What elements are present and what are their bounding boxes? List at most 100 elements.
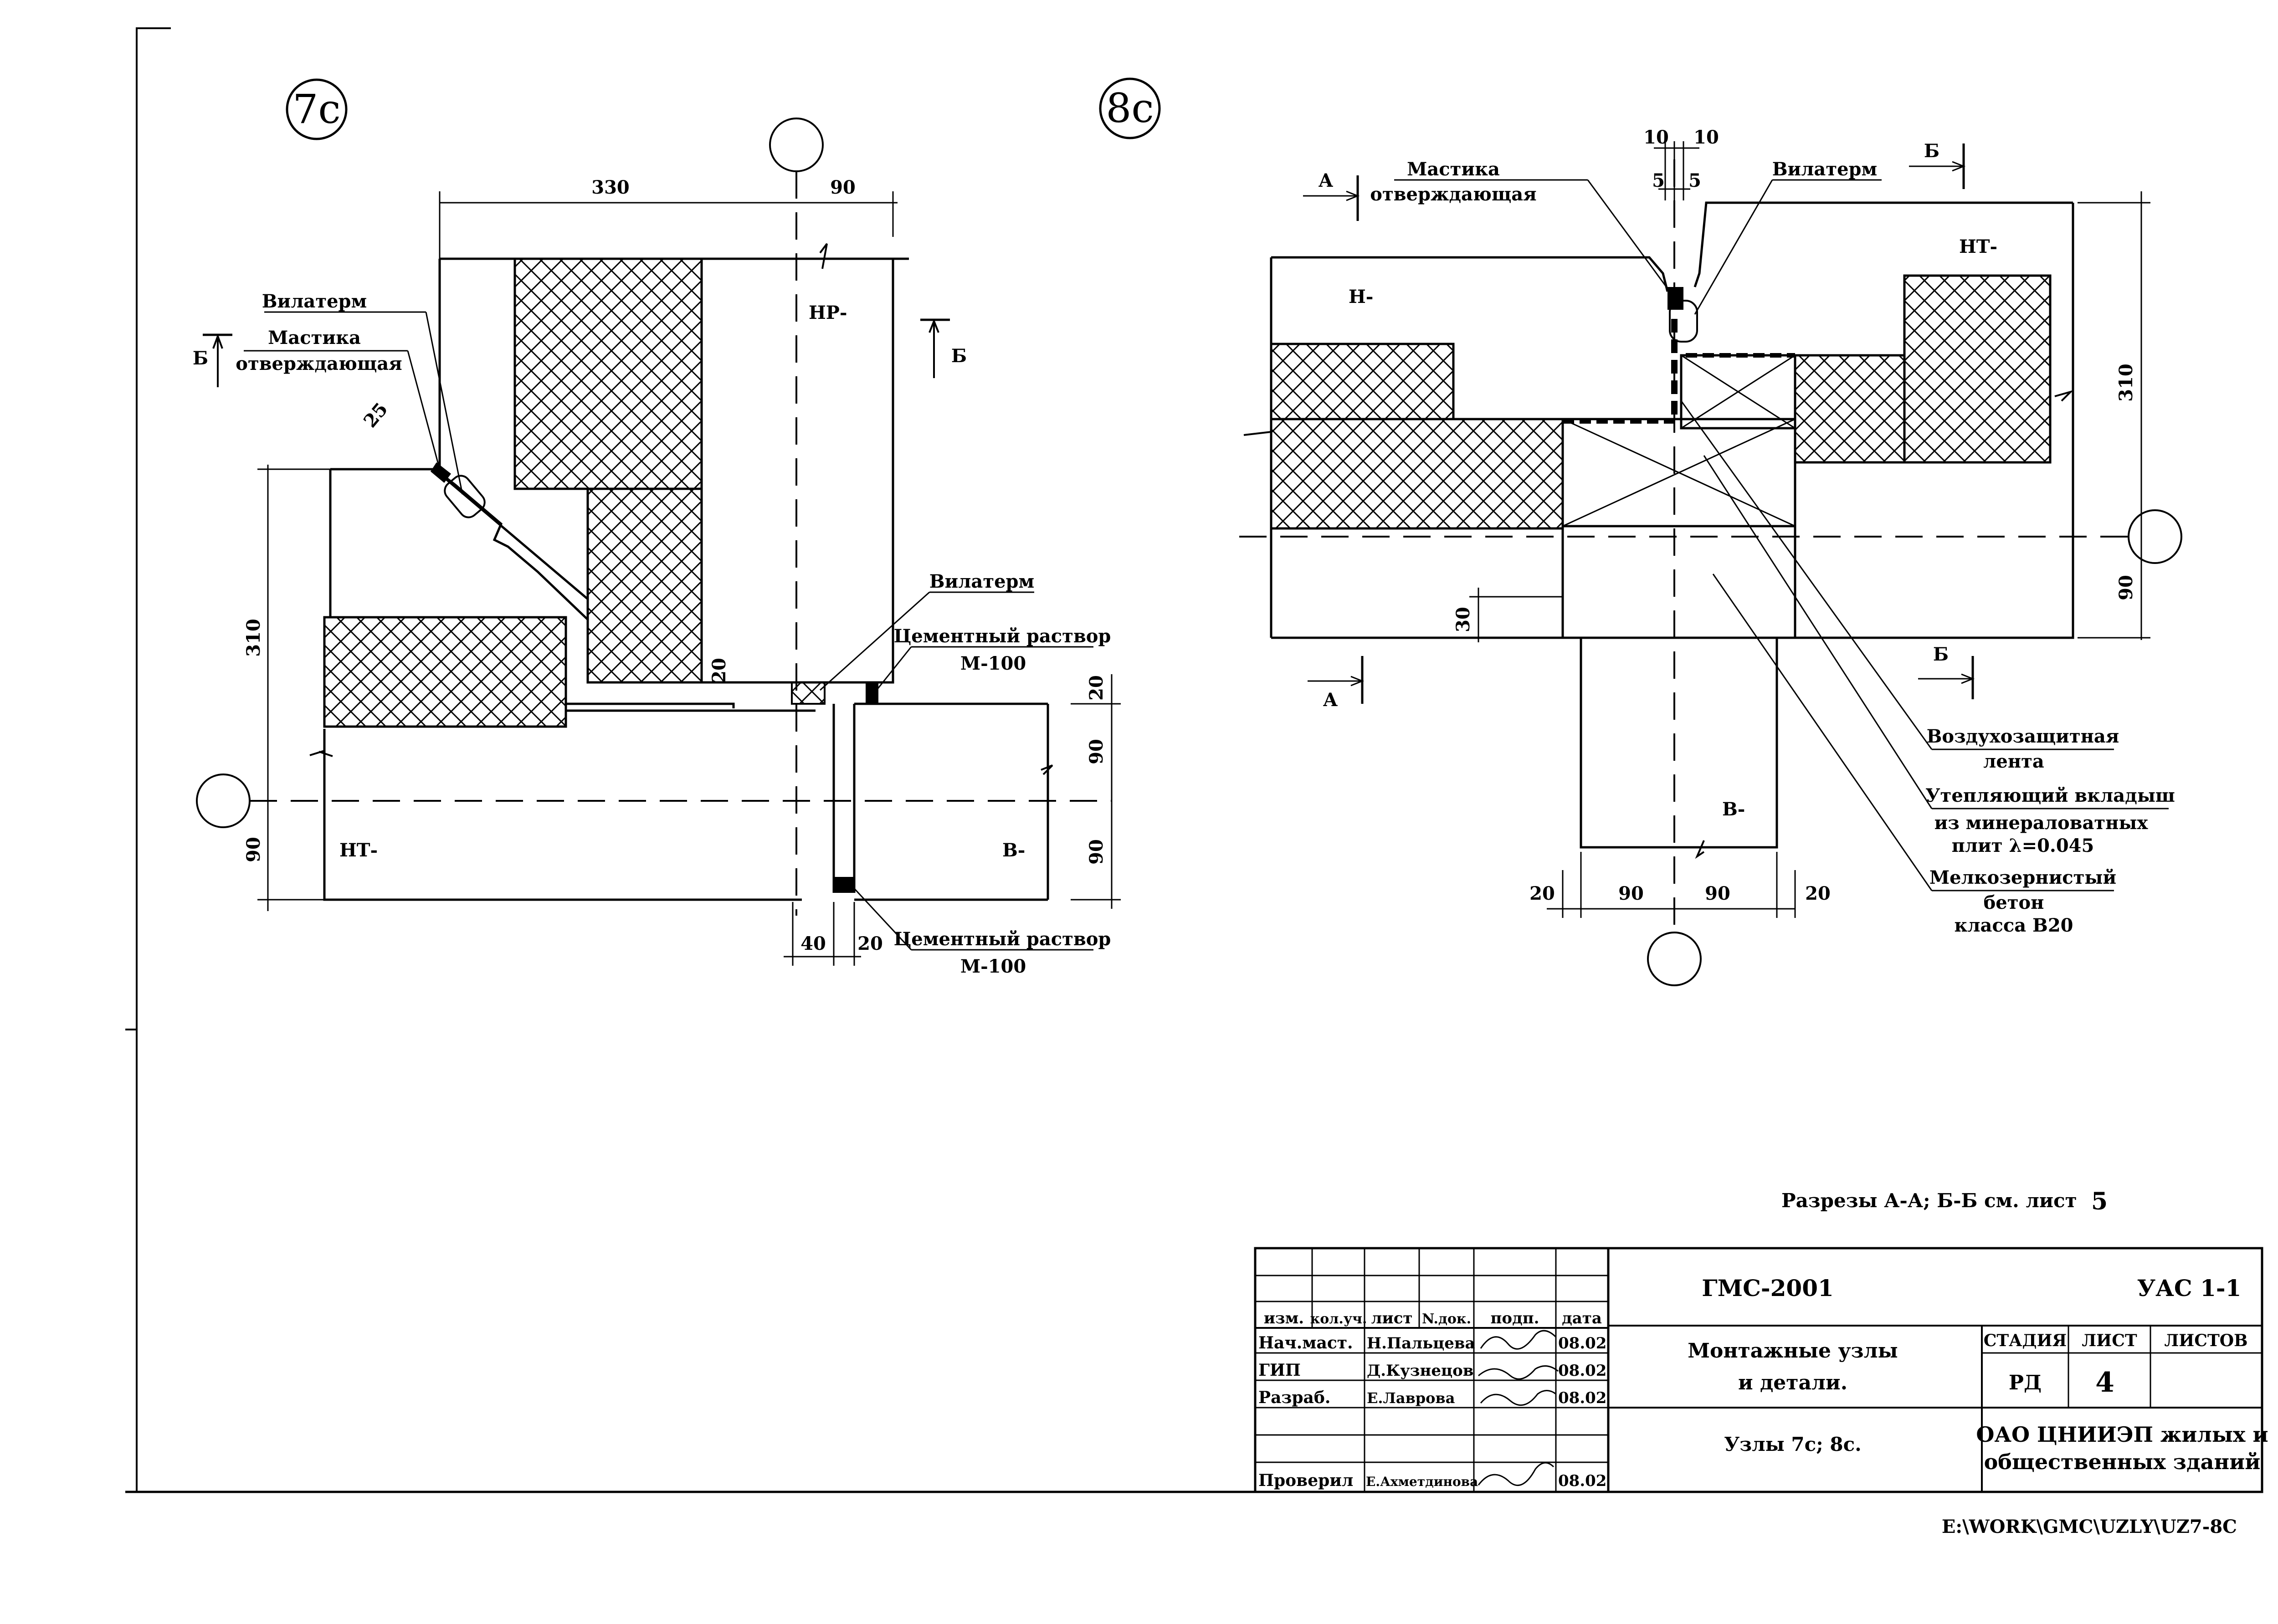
- dim-20-a: 20: [708, 658, 730, 683]
- section-b-bottom: Б: [1933, 644, 1949, 665]
- dim-310-8c: 310: [2115, 364, 2137, 402]
- tb-code: ГМС-2001: [1702, 1275, 1834, 1301]
- dim-20-8c-b: 20: [1805, 883, 1831, 904]
- break-mark-7c-left: [309, 750, 333, 757]
- dim-5-b: 5: [1688, 170, 1701, 191]
- tb-role-1: Нач.маст.: [1258, 1333, 1353, 1352]
- signature-1: [1480, 1330, 1557, 1350]
- tb-header-data: дата: [1562, 1309, 1602, 1327]
- cement-mortar-fill-bottom: [834, 877, 854, 893]
- dim-25: 25: [359, 399, 392, 432]
- insulation-n-top: [1270, 343, 1455, 420]
- section-a-bottom: А: [1323, 689, 1338, 711]
- title-block: [1254, 1247, 2263, 1493]
- label-fine-concrete-1: Мелкозернистый: [1929, 867, 2116, 888]
- label-vilaterm-7c: Вилатерм: [262, 291, 367, 312]
- tb-lists-header: ЛИСТОВ: [2164, 1331, 2247, 1350]
- insulation-hp-top: [513, 257, 703, 490]
- label-cement-2-grade: М-100: [960, 956, 1026, 977]
- tb-header-list: лист: [1371, 1309, 1413, 1327]
- file-path: E:\WORK\GMC\UZLY\UZ7-8C: [1942, 1516, 2237, 1537]
- tb-header-kol: кол.уч.: [1310, 1311, 1367, 1327]
- label-otverzhd-8c: отверждающая: [1370, 184, 1536, 205]
- axis-bubble-8c-vertical: [1647, 932, 1702, 986]
- dim-330: 330: [591, 177, 630, 198]
- break-mark-7c-right: [1041, 764, 1053, 775]
- label-cement-2: Цементный раствор: [894, 928, 1111, 950]
- panel-mark-ht: НТ-: [339, 840, 378, 861]
- tb-role-4: Проверил: [1258, 1471, 1353, 1490]
- node-8c-diagram: 8с: [1099, 77, 2182, 986]
- dim-5-a: 5: [1652, 170, 1665, 191]
- axis-bubble-7c-horizontal: [196, 774, 251, 828]
- dim-30: 30: [1452, 607, 1474, 632]
- tb-role-3: Разраб.: [1258, 1388, 1330, 1407]
- label-fine-concrete-2: бетон: [1984, 892, 2044, 913]
- tb-subtitle: Узлы 7с; 8с.: [1724, 1433, 1862, 1455]
- airtight-tape: [1563, 353, 1795, 424]
- break-mark-8c-left: [1243, 431, 1272, 436]
- signature-3: [1480, 1390, 1556, 1406]
- label-vilaterm-7c-right: Вилатерм: [929, 571, 1035, 592]
- label-airtight-tape-1: Воздухозащитная: [1927, 726, 2119, 747]
- label-cement-1: Цементный раствор: [894, 625, 1111, 647]
- break-mark-8c-bottom: [1695, 840, 1705, 859]
- section-b-right: Б: [951, 345, 967, 367]
- dim-310-7c: 310: [243, 619, 264, 657]
- dim-90-top: 90: [830, 177, 856, 198]
- tb-date-2: 08.02: [1558, 1362, 1606, 1380]
- node-8c-id: 8с: [1106, 85, 1154, 132]
- dim-10-b: 10: [1693, 127, 1719, 148]
- dim-20-right: 20: [1086, 675, 1107, 701]
- panel-mark-ht-8c: НТ-: [1959, 236, 1997, 257]
- tb-title-1: Монтажные узлы: [1688, 1339, 1898, 1363]
- tb-list-header: ЛИСТ: [2082, 1331, 2137, 1350]
- label-mastika-7c: Мастика: [268, 327, 361, 348]
- tb-name-4: Е.Ахметдинова: [1366, 1474, 1478, 1489]
- signature-4: [1478, 1462, 1555, 1486]
- tb-org-2: общественных зданий: [1984, 1450, 2261, 1474]
- insulation-n-bottom: [1270, 418, 1564, 530]
- label-insulation-liner-2: из минераловатных: [1934, 812, 2149, 834]
- sections-note: Разрезы А-А; Б-Б см. лист: [1781, 1189, 2077, 1212]
- section-b-left: Б: [193, 348, 208, 369]
- tb-list: 4: [2095, 1367, 2114, 1399]
- dim-90-right-2: 90: [1086, 839, 1107, 865]
- insulation-ht-8c-bottom: [1794, 354, 1906, 464]
- panel-ht-8c-outline: [1693, 201, 2074, 639]
- label-mastika-8c: Мастика: [1407, 159, 1500, 180]
- label-insulation-liner-1: Утепляющий вкладыш: [1925, 785, 2175, 806]
- panel-hp-step: [586, 599, 743, 684]
- mastic-fill: [431, 462, 451, 483]
- panel-ht-joint-profile: [330, 468, 589, 620]
- label-otverzhd-7c: отверждающая: [236, 353, 402, 374]
- panel-mark-v-8c: В-: [1722, 799, 1745, 820]
- tb-date-1: 08.02: [1558, 1334, 1606, 1352]
- section-b-top: Б: [1924, 140, 1939, 162]
- tb-stage-header: СТАДИЯ: [1984, 1331, 2067, 1350]
- tb-header-podp: подп.: [1491, 1309, 1539, 1327]
- tb-header-izm: изм.: [1264, 1309, 1304, 1327]
- insulation-ht: [323, 616, 567, 728]
- tb-name-3: Е.Лаврова: [1367, 1389, 1455, 1407]
- insulation-ht-8c-top: [1903, 274, 2052, 464]
- tb-name-1: Н.Пальцева: [1367, 1334, 1475, 1352]
- dim-20-8c-a: 20: [1529, 883, 1555, 904]
- vilaterm-cord: [444, 475, 486, 518]
- tb-role-2: ГИП: [1258, 1361, 1301, 1380]
- tb-org-1: ОАО ЦНИИЭП жилых и: [1976, 1422, 2268, 1447]
- axis-bubble-8c-horizontal: [2128, 509, 2182, 564]
- panel-mark-v: В-: [1002, 840, 1025, 861]
- axis-bubble-7c-vertical: [769, 118, 824, 172]
- sections-note-sheet: 5: [2091, 1188, 2108, 1215]
- dim-90-left: 90: [243, 837, 264, 862]
- label-fine-concrete-3: класса В20: [1954, 915, 2073, 936]
- section-a-top: А: [1319, 170, 1334, 191]
- node-7c-diagram: 7с 330 90: [193, 78, 1121, 977]
- tb-stage: РД: [2009, 1371, 2042, 1394]
- dim-20-b: 20: [857, 933, 883, 954]
- mastic-8c-fill: [1667, 287, 1683, 310]
- tb-header-ndok: N.док.: [1422, 1311, 1471, 1327]
- dim-90-8c-a: 90: [1618, 883, 1644, 904]
- vilaterm-8c-cord: [1669, 300, 1698, 343]
